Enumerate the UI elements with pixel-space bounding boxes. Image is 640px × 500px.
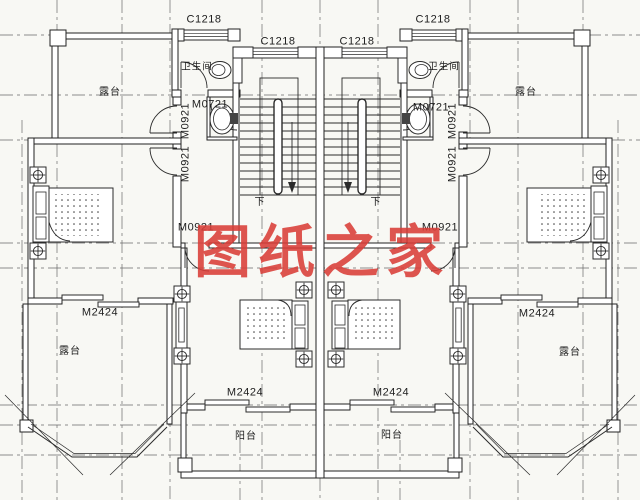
windows [183,29,457,59]
bay-window-left [4,392,196,476]
walls [19,28,621,479]
site-watermark: 图纸之家 [194,218,450,286]
door-label-m0921-left-lower: M0921 [179,145,192,183]
bay-window-right [444,392,636,476]
staircase-right [324,77,400,196]
bed-middle-left [32,185,114,243]
window-label-c1218-bath-left: C1218 [186,13,222,26]
sliding-doors [61,294,579,413]
door-label-m2424-balcony-left: M2424 [226,386,264,399]
window-label-c1218-stair-right: C1218 [339,35,375,48]
room-label-bathroom-left: 卫生间 [181,61,213,73]
bed-middle-right [526,185,608,243]
door-label-m0921-right-upper: M0921 [446,102,459,140]
room-label-terrace-bottom-left: 露台 [59,346,81,357]
door-label-m0721-right: M0721 [412,101,450,114]
window-label-c1218-stair-left: C1218 [260,35,296,48]
room-label-balcony-right: 阳台 [381,430,403,441]
sink-right [402,103,431,135]
toilet-left [208,57,243,84]
room-label-terrace-bottom-right: 露台 [559,347,581,358]
door-label-m0921-right-hall: M0921 [421,221,459,234]
door-label-m0921-left-upper: M0921 [179,102,192,140]
door-label-m2424-room-left: M2424 [81,306,119,319]
toilet-right [397,57,432,84]
sink-left [209,103,238,135]
door-label-m2424-room-right: M2424 [518,307,556,320]
bed-bottom-right [331,299,401,350]
staircase-left [240,77,316,196]
stair-down-label-left: 下 [254,197,266,208]
room-label-terrace-top-right: 露台 [515,87,537,98]
room-label-balcony-left: 阳台 [235,431,257,442]
window-label-c1218-bath-right: C1218 [415,13,451,26]
stair-down-label-right: 下 [370,197,382,208]
door-label-m0721-left: M0721 [191,98,229,111]
door-swings [149,61,491,272]
door-label-m2424-balcony-right: M2424 [372,386,410,399]
room-label-bathroom-right: 卫生间 [428,61,460,73]
bed-bottom-left [239,299,309,350]
door-label-m0921-left-hall: M0921 [177,221,215,234]
room-label-terrace-top-left: 露台 [99,87,121,98]
door-label-m0921-right-lower: M0921 [446,145,459,183]
